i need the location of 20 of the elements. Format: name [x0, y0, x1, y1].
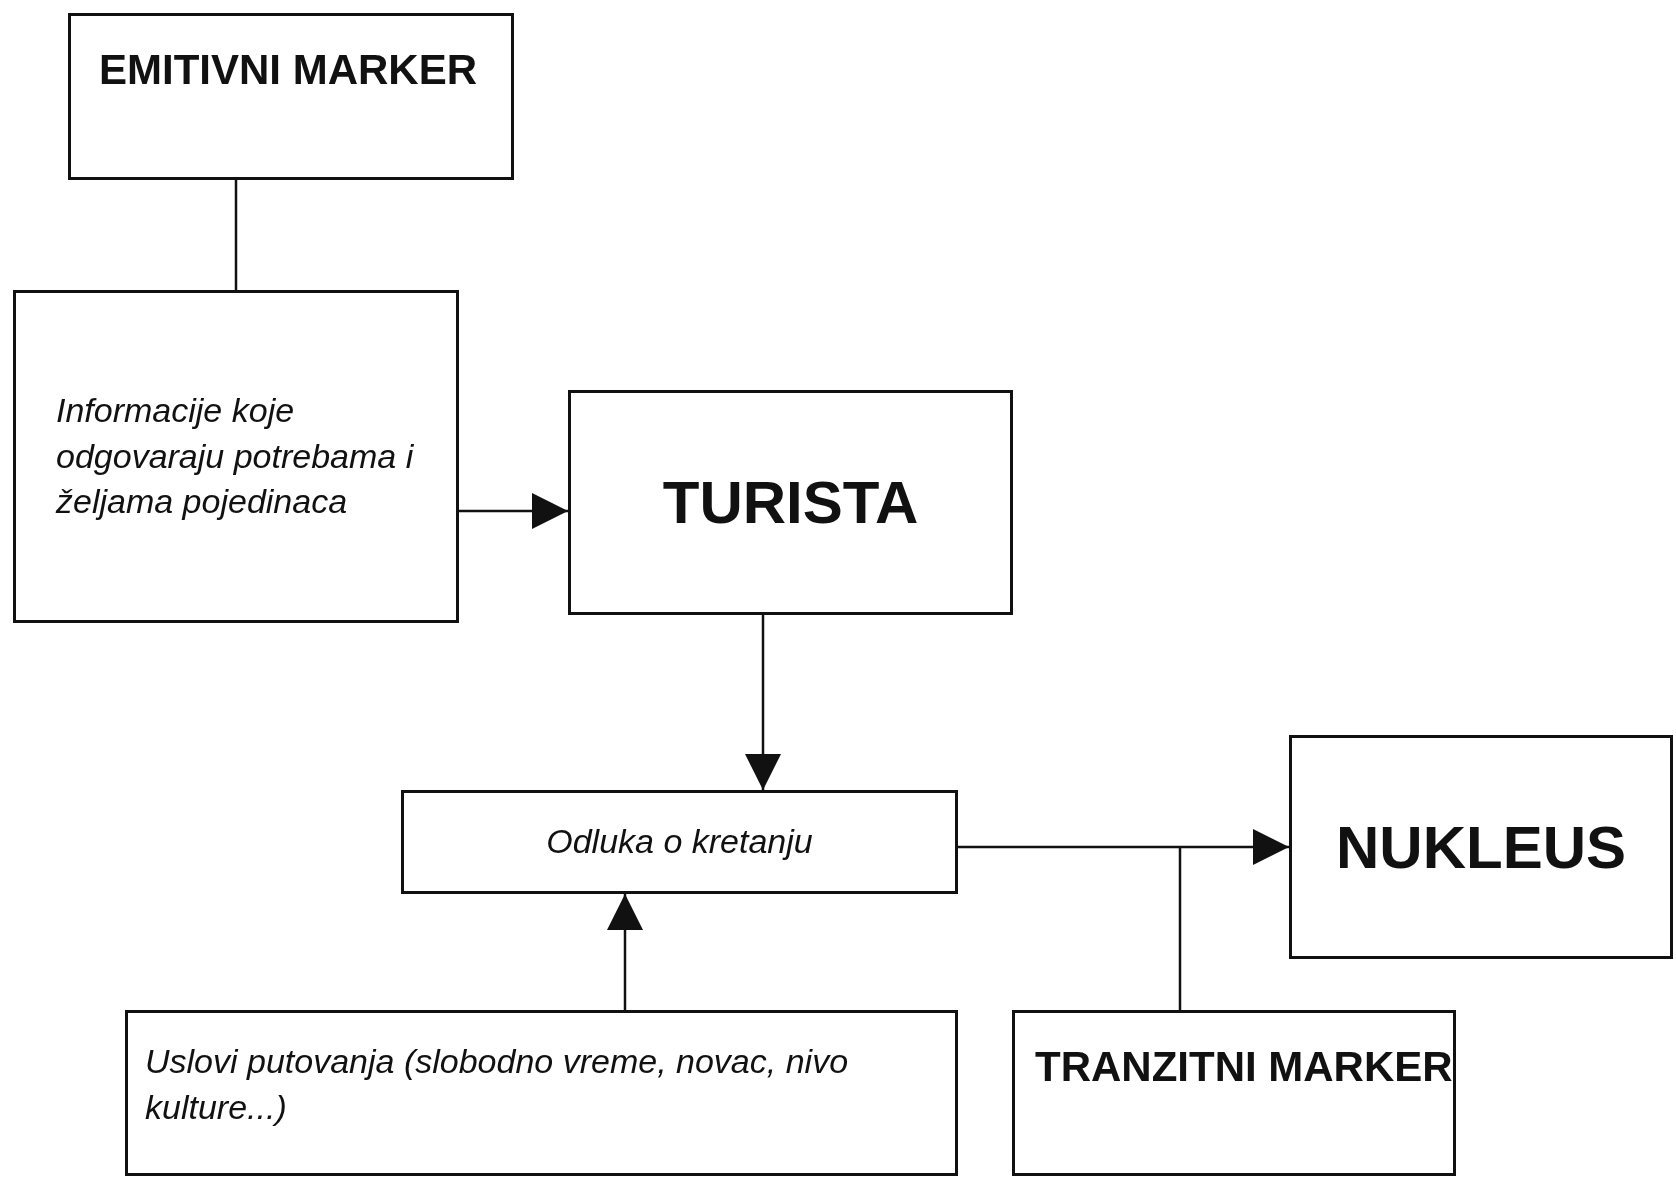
connector-line — [1178, 847, 1182, 1010]
marker-box — [68, 13, 514, 180]
arrow — [745, 615, 781, 790]
marker-box — [1012, 1010, 1456, 1176]
arrow — [607, 894, 643, 1010]
info-box — [125, 1010, 958, 1176]
node-label: TRANZITNI MARKER — [1035, 1042, 1453, 1092]
arrow — [459, 493, 568, 529]
node-label: Odluka o kretanju — [546, 821, 813, 863]
node-label: NUKLEUS — [1336, 812, 1626, 883]
info-box — [13, 290, 459, 623]
node-label: Uslovi putovanja (slobodno vreme, novac, nivo kulture...) — [145, 1041, 850, 1128]
arrow — [958, 829, 1289, 865]
process-box — [568, 390, 1013, 615]
node-label: EMITIVNI MARKER — [99, 45, 477, 95]
connector-line — [234, 180, 238, 290]
node-label: TURISTA — [662, 468, 919, 538]
decision-box — [401, 790, 958, 894]
node-label: Informacije koje odgovaraju potrebama i željama pojedinaca — [56, 389, 415, 523]
process-box — [1289, 735, 1673, 959]
